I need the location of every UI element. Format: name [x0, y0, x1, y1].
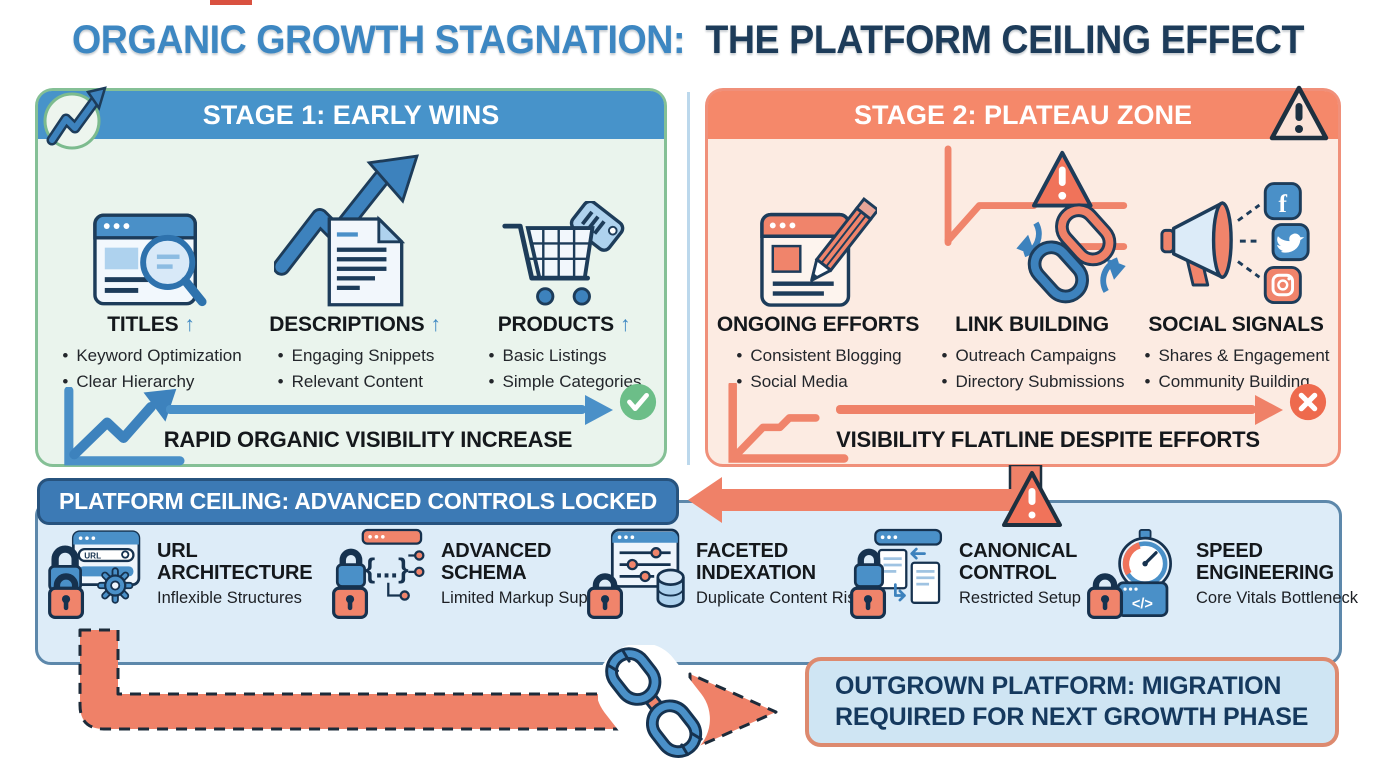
warning-triangle-icon: [1268, 81, 1330, 152]
growth-chart-icon: [56, 386, 191, 474]
lock-canonical-icon: [848, 528, 950, 628]
growth-trend-icon: [42, 83, 108, 156]
megaphone-social-icon: f: [1130, 141, 1342, 309]
bullet-item: Basic Listings: [487, 343, 642, 370]
bullet-item: Engaging Snippets: [276, 343, 435, 370]
visibility-increase-arrow: [166, 394, 613, 425]
lock-item-canonical-control: CANONICAL CONTROL Restricted Setup: [848, 528, 1081, 628]
bullet-item: Relevant Content: [276, 369, 435, 396]
broken-chain-icon: [595, 642, 710, 768]
platform-ceiling-header: PLATFORM CEILING: ADVANCED CONTROLS LOCK…: [37, 478, 679, 525]
bullet-item: Social Media: [734, 369, 901, 396]
lock-item-text: URL ARCHITECTURE Inflexible Structures: [157, 528, 315, 608]
stage2-outcome-label: VISIBILITY FLATLINE DESPITE EFFORTS: [836, 427, 1260, 452]
column-title: SOCIAL SIGNALS: [1130, 313, 1342, 337]
bullet-list: Engaging Snippets Relevant Content: [276, 343, 435, 396]
column-title: ONGOING EFFORTS: [708, 313, 928, 337]
stage2-column-link-building: LINK BUILDING Outreach Campaigns Directo…: [922, 141, 1142, 396]
up-arrow-icon: ↑: [184, 313, 195, 336]
column-title-text: PRODUCTS: [497, 313, 614, 336]
lock-item-title: SPEED ENGINEERING: [1196, 540, 1334, 584]
blog-pencil-icon: [708, 141, 928, 309]
title-part1: ORGANIC GROWTH STAGNATION:: [72, 18, 686, 62]
column-title: TITLES↑: [40, 313, 262, 337]
up-arrow-icon: ↑: [430, 313, 441, 336]
lock-item-title: URL ARCHITECTURE: [157, 540, 313, 584]
lock-item-faceted-indexation: FACETED INDEXATION Duplicate Content Ris…: [585, 528, 864, 628]
plateau-to-ceiling-connector: [680, 463, 1080, 540]
column-title-text: TITLES: [107, 313, 179, 336]
lock-item-subtitle: Restricted Setup: [959, 589, 1081, 608]
stage2-column-ongoing-efforts: ONGOING EFFORTS Consistent Blogging Soci…: [708, 141, 928, 396]
bullet-item: Outreach Campaigns: [939, 343, 1124, 370]
bullet-item: Clear Hierarchy: [60, 369, 241, 396]
lock-facets-icon: [585, 528, 687, 628]
lock-item-title: CANONICAL CONTROL: [959, 540, 1077, 584]
migration-callout: OUTGROWN PLATFORM: MIGRATION REQUIRED FO…: [805, 657, 1339, 747]
svg-text:f: f: [1279, 190, 1288, 218]
svg-text:{...}: {...}: [365, 552, 409, 583]
column-title-text: SOCIAL SIGNALS: [1148, 313, 1324, 336]
lock-schema-icon: {...}: [330, 528, 432, 628]
bullet-list: Outreach Campaigns Directory Submissions: [939, 343, 1124, 396]
lock-item-subtitle: Inflexible Structures: [157, 589, 302, 608]
browser-search-icon: [40, 141, 262, 309]
bullet-list: Keyword Optimization Clear Hierarchy: [60, 343, 241, 396]
bullet-list: Shares & Engagement Community Building: [1142, 343, 1329, 396]
lock-item-subtitle: Core Vitals Bottleneck: [1196, 589, 1359, 608]
lock-speed-icon: </>: [1085, 528, 1187, 628]
lock-item-title: FACETED INDEXATION: [696, 540, 816, 584]
stage2-panel: STAGE 2: PLATEAU ZONE: [705, 85, 1342, 467]
up-arrow-icon: ↑: [619, 313, 631, 336]
migration-label: OUTGROWN PLATFORM: MIGRATION REQUIRED FO…: [835, 671, 1309, 731]
column-title: PRODUCTS↑: [458, 313, 670, 337]
stage1-panel: STAGE 1: EARLY WINS: [35, 86, 670, 467]
bullet-item: Consistent Blogging: [734, 343, 901, 370]
stage1-column-descriptions: DESCRIPTIONS↑ Engaging Snippets Relevant…: [245, 141, 465, 396]
bullet-item: Simple Categories: [487, 369, 642, 396]
lock-item-title: ADVANCED SCHEMA: [441, 540, 552, 584]
bullet-list: Consistent Blogging Social Media: [734, 343, 901, 396]
lock-item-text: FACETED INDEXATION Duplicate Content Ris…: [696, 528, 864, 608]
bullet-item: Shares & Engagement: [1142, 343, 1329, 370]
migration-path-arrow: [60, 628, 800, 768]
flatline-chart-icon: [722, 380, 852, 473]
flatline-chain-icon: [922, 141, 1142, 309]
lock-item-text: SPEED ENGINEERING Core Vitals Bottleneck: [1196, 528, 1358, 608]
bullet-list: Basic Listings Simple Categories: [487, 343, 642, 396]
title-part2: THE PLATFORM CEILING EFFECT: [705, 18, 1304, 62]
bullet-item: Directory Submissions: [939, 369, 1124, 396]
lock-item-text: ADVANCED SCHEMA Limited Markup Support: [441, 528, 616, 608]
page-title: ORGANIC GROWTH STAGNATION: THE PLATFORM …: [41, 18, 1334, 63]
stage1-outcome-label: RAPID ORGANIC VISIBILITY INCREASE: [163, 427, 573, 452]
panel-divider: [687, 92, 690, 465]
bullet-item: Keyword Optimization: [60, 343, 241, 370]
lock-item-speed-engineering: </> SPEED ENGINEERING Core Vitals Bottle…: [1085, 528, 1358, 628]
lock-url-icon: URL: [46, 528, 148, 628]
x-circle-icon: [1288, 382, 1328, 427]
lock-item-subtitle: Duplicate Content Risk: [696, 589, 864, 608]
lock-item-advanced-schema: {...} ADVANCED SCHEMA Limited Markup Sup…: [330, 528, 616, 628]
bullet-item: Community Building: [1142, 369, 1329, 396]
column-title: LINK BUILDING: [922, 313, 1142, 337]
stage1-header: STAGE 1: EARLY WINS: [38, 91, 664, 139]
check-circle-icon: [618, 382, 658, 427]
column-title-text: LINK BUILDING: [955, 313, 1109, 336]
column-title-text: ONGOING EFFORTS: [716, 313, 920, 336]
stage1-column-products: PRODUCTS↑ Basic Listings Simple Categori…: [458, 141, 670, 396]
lock-item-url-architecture: URL URL ARCHITECTURE Inflexi: [46, 528, 315, 628]
stage2-column-social-signals: f SOCIAL SIGNALS Shares & Engagement Com…: [1130, 141, 1342, 396]
svg-text:URL: URL: [84, 552, 101, 561]
cart-tag-icon: [458, 141, 670, 309]
document-growth-icon: [245, 141, 465, 309]
lock-item-subtitle: Limited Markup Support: [441, 589, 617, 608]
top-red-sliver: [210, 0, 252, 5]
stage2-header: STAGE 2: PLATEAU ZONE: [708, 91, 1338, 139]
stage1-column-titles: TITLES↑ Keyword Optimization Clear Hiera…: [40, 141, 262, 396]
column-title: DESCRIPTIONS↑: [245, 313, 465, 337]
visibility-flatline-arrow: [836, 394, 1283, 425]
svg-text:</>: </>: [1132, 596, 1153, 612]
lock-item-text: CANONICAL CONTROL Restricted Setup: [959, 528, 1081, 608]
column-title-text: DESCRIPTIONS: [269, 313, 425, 336]
